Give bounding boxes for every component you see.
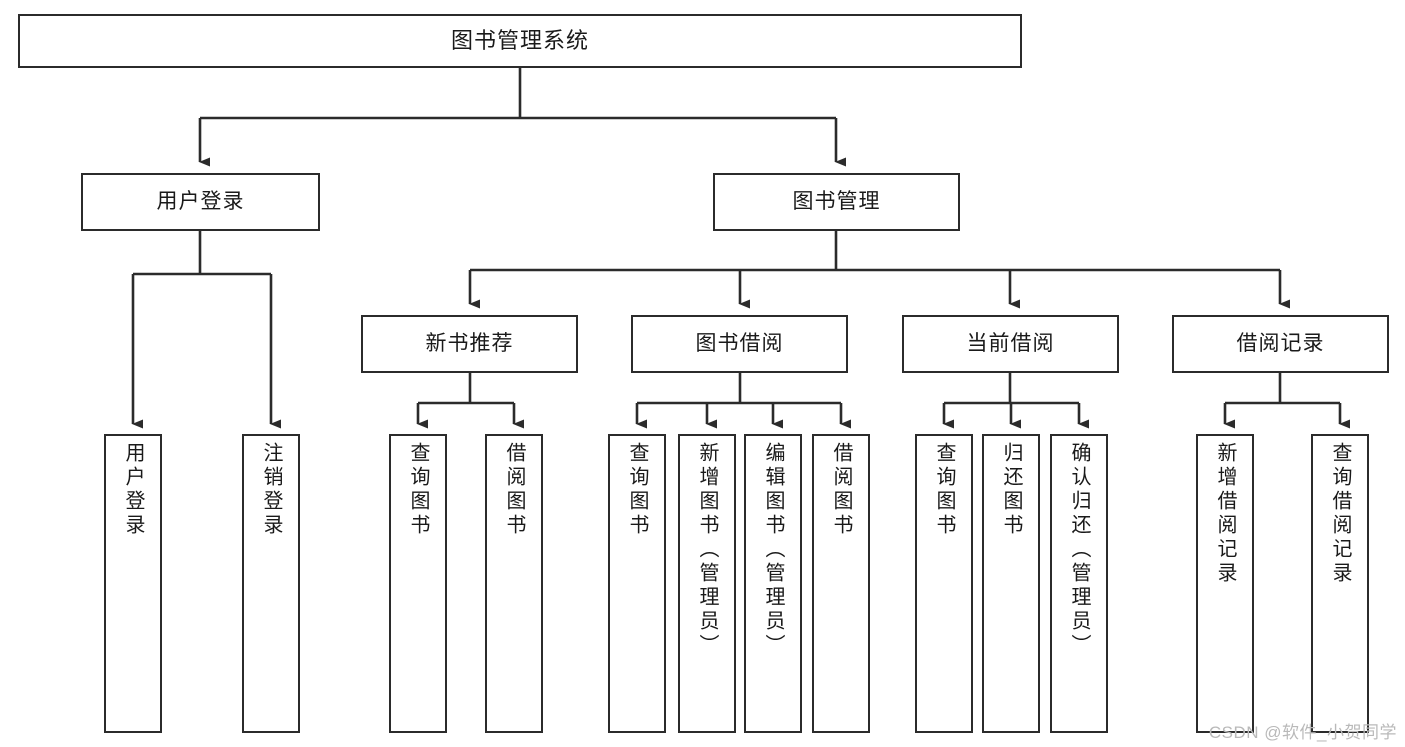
leaf-borrow-edit-book-admin[interactable]: 编辑图书（管理员） [744,434,802,733]
node-book-management[interactable]: 图书管理 [713,173,960,231]
leaf-record-query-record[interactable]: 查询借阅记录 [1311,434,1369,733]
node-label: 新增图书（管理员） [696,442,718,658]
node-label: 借阅图书 [830,442,852,538]
leaf-user-logout[interactable]: 注销登录 [242,434,300,733]
node-new-book-recommend[interactable]: 新书推荐 [361,315,578,373]
leaf-newbook-query-book[interactable]: 查询图书 [389,434,447,733]
node-label: 图书借阅 [695,331,784,355]
node-label: 借阅记录 [1236,331,1325,355]
leaf-current-return-book[interactable]: 归还图书 [982,434,1040,733]
node-label: 编辑图书（管理员） [762,442,784,658]
node-label: 查询图书 [626,442,648,538]
leaf-current-query-book[interactable]: 查询图书 [915,434,973,733]
node-label: 用户登录 [156,189,245,213]
watermark: CSDN @软件_小贺同学 [1208,723,1397,742]
leaf-borrow-query-book[interactable]: 查询图书 [608,434,666,733]
node-label: 借阅图书 [503,442,525,538]
leaf-user-login[interactable]: 用户登录 [104,434,162,733]
node-label: 确认归还（管理员） [1068,442,1090,658]
leaf-newbook-borrow-book[interactable]: 借阅图书 [485,434,543,733]
node-borrow-record[interactable]: 借阅记录 [1172,315,1389,373]
leaf-record-add-record[interactable]: 新增借阅记录 [1196,434,1254,733]
node-label: 查询图书 [933,442,955,538]
node-label: 图书管理 [792,189,881,213]
node-user-login[interactable]: 用户登录 [81,173,320,231]
node-root-system[interactable]: 图书管理系统 [18,14,1022,68]
node-current-borrow[interactable]: 当前借阅 [902,315,1119,373]
node-label: 注销登录 [260,442,282,538]
leaf-borrow-add-book-admin[interactable]: 新增图书（管理员） [678,434,736,733]
node-label: 归还图书 [1000,442,1022,538]
node-label: 用户登录 [122,442,144,538]
node-label: 当前借阅 [966,331,1055,355]
leaf-borrow-borrow-book[interactable]: 借阅图书 [812,434,870,733]
leaf-current-confirm-return-admin[interactable]: 确认归还（管理员） [1050,434,1108,733]
node-label: 新增借阅记录 [1214,442,1236,586]
node-label: 新书推荐 [425,331,514,355]
node-label: 查询借阅记录 [1329,442,1351,586]
node-label: 查询图书 [407,442,429,538]
node-label: 图书管理系统 [450,28,589,54]
node-book-borrow[interactable]: 图书借阅 [631,315,848,373]
